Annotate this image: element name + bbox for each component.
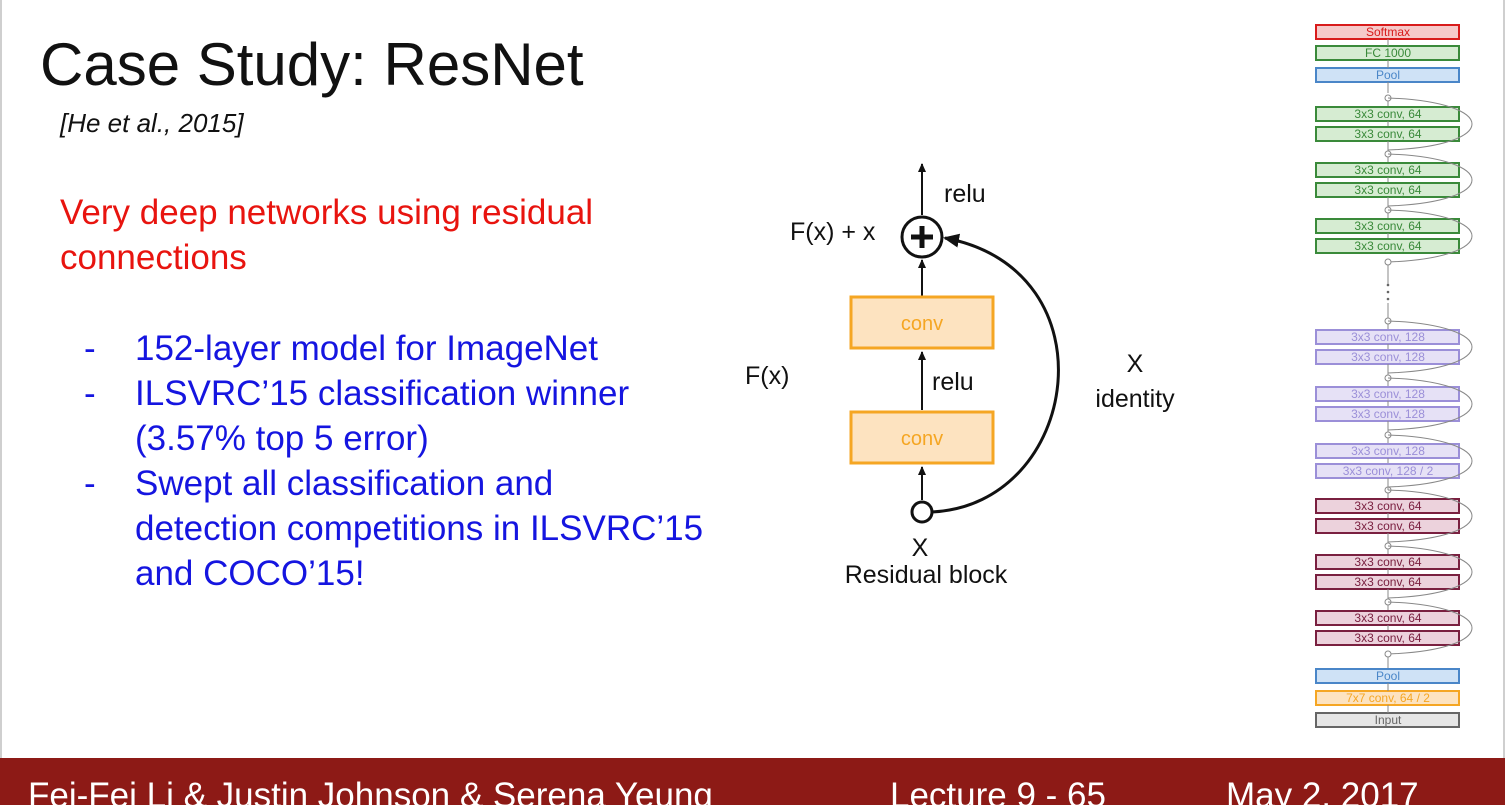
bullet-item: -152-layer model for ImageNet: [84, 326, 704, 371]
residual-block-caption: Residual block: [845, 561, 1008, 589]
bullet-dash: -: [84, 329, 96, 368]
stack-lower-conv-1-label: 3x3 conv, 64: [1354, 519, 1421, 533]
stack-upper-conv-2-label: 3x3 conv, 64: [1354, 163, 1421, 177]
sum-label: F(x) + x: [790, 218, 876, 246]
slide-title: Case Study: ResNet: [40, 31, 584, 98]
stack-middle-conv-0-label: 3x3 conv, 128: [1351, 330, 1425, 344]
stack-middle-conv-4-label: 3x3 conv, 128: [1351, 444, 1425, 458]
footer-date: May 2, 2017: [1226, 776, 1419, 805]
skip-arc: [1387, 489, 1473, 543]
fx-label: F(x): [745, 362, 789, 390]
conv-block-upper: [849, 295, 995, 350]
plus-icon: [911, 226, 933, 248]
citation: [He et al., 2015]: [60, 108, 244, 138]
bullet-dash: -: [84, 374, 96, 413]
skip-arc: [1387, 153, 1473, 207]
residual-block-diagram: relu F(x) + x conv F(x) relu conv X iden…: [745, 163, 1175, 589]
stack-lower-conv-3-label: 3x3 conv, 64: [1354, 575, 1421, 589]
stack-middle-conv-2-label: 3x3 conv, 128: [1351, 387, 1425, 401]
stack-fc-label: FC 1000: [1365, 46, 1411, 60]
slide-border-left: [0, 0, 2, 758]
bullet-text: 152-layer model for ImageNet: [135, 329, 598, 368]
stack-upper-conv-4-label: 3x3 conv, 64: [1354, 219, 1421, 233]
output-relu-label: relu: [944, 180, 986, 208]
skip-x-label: X: [1127, 350, 1144, 378]
ellipsis-dot: [1386, 297, 1390, 301]
stack-middle-conv-5-label: 3x3 conv, 128 / 2: [1343, 464, 1434, 478]
slide-border-right: [1503, 0, 1505, 758]
input-x-label: X: [912, 534, 929, 562]
stack-pool-label: Pool: [1376, 68, 1400, 82]
stack-lower-conv-5-label: 3x3 conv, 64: [1354, 631, 1421, 645]
skip-arc: [1387, 377, 1473, 431]
footer-lecture: Lecture 9 - 65: [890, 776, 1106, 805]
skip-arc: [1387, 601, 1473, 655]
stack-middle-conv-1-label: 3x3 conv, 128: [1351, 350, 1425, 364]
stack-softmax-label: Softmax: [1366, 25, 1410, 39]
conv-block-upper-label: conv: [901, 313, 943, 335]
stack-lower-conv-0-label: 3x3 conv, 64: [1354, 499, 1421, 513]
input-node: [910, 500, 934, 524]
bullet-item: -Swept all classification and detection …: [84, 461, 704, 596]
ellipsis-dot: [1386, 290, 1390, 294]
skip-arc: [1387, 434, 1473, 488]
stack-upper-conv-0-label: 3x3 conv, 64: [1354, 107, 1421, 121]
stack-bottom-pool-label: Pool: [1376, 669, 1400, 683]
footer-bar: Fei-Fei Li & Justin Johnson & Serena Yeu…: [0, 758, 1505, 805]
stack-middle-conv-3-label: 3x3 conv, 128: [1351, 407, 1425, 421]
layer-node: [1384, 650, 1392, 658]
mid-relu-label: relu: [932, 368, 974, 396]
skip-arc: [1387, 209, 1473, 263]
bullet-dash: -: [84, 464, 96, 503]
stack-lower-conv-4-label: 3x3 conv, 64: [1354, 611, 1421, 625]
stack-lower-conv-2-label: 3x3 conv, 64: [1354, 555, 1421, 569]
skip-arc: [1387, 545, 1473, 599]
bullet-list: -152-layer model for ImageNet -ILSVRC’15…: [84, 326, 704, 596]
layer-node: [1384, 258, 1392, 266]
ellipsis-dot: [1386, 283, 1390, 287]
bullet-item: -ILSVRC’15 classification winner (3.57% …: [84, 371, 704, 461]
conv-block-lower: [849, 410, 995, 465]
stack-upper-conv-5-label: 3x3 conv, 64: [1354, 239, 1421, 253]
stack-lower-conv-5-box: [1315, 630, 1460, 646]
footer-authors: Fei-Fei Li & Justin Johnson & Serena Yeu…: [28, 776, 713, 805]
stack-upper-conv-5-box: [1315, 238, 1460, 254]
skip-arc: [1387, 97, 1473, 151]
skip-arc: [1387, 320, 1473, 374]
stack-upper-conv-3-label: 3x3 conv, 64: [1354, 183, 1421, 197]
headline: Very deep networks using residual connec…: [60, 193, 594, 277]
bullet-text: Swept all classification and detection c…: [135, 464, 704, 593]
stack-bottom-conv7-label: 7x7 conv, 64 / 2: [1346, 691, 1430, 705]
skip-connection-arrow: [931, 233, 1060, 514]
skip-identity-label: identity: [1095, 385, 1175, 413]
conv-block-lower-label: conv: [901, 428, 943, 450]
stack-upper-conv-1-label: 3x3 conv, 64: [1354, 127, 1421, 141]
stack-bottom-input-label: Input: [1375, 713, 1402, 727]
bullet-text: ILSVRC’15 classification winner (3.57% t…: [135, 374, 630, 458]
